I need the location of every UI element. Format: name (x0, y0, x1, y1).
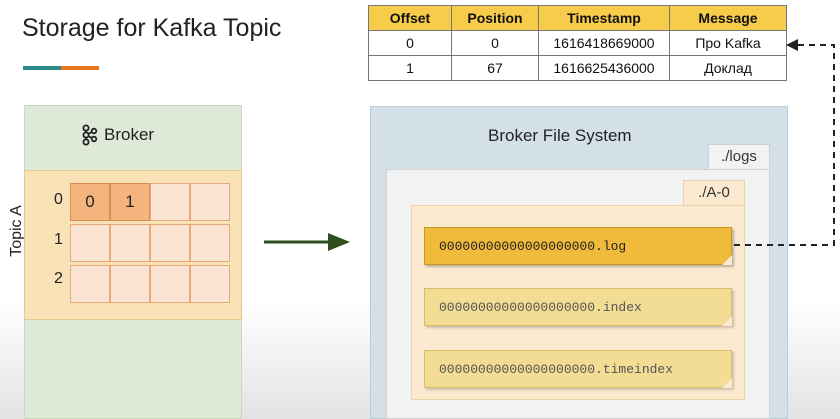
file-name: 00000000000000000000.timeindex (439, 361, 674, 377)
index-file: 00000000000000000000.index (424, 288, 732, 326)
page-fold-icon (722, 255, 732, 265)
broker-label: Broker (104, 125, 155, 144)
column-header-message: Message (669, 5, 787, 31)
kafka-icon (82, 124, 98, 146)
table-header-row: Offset Position Timestamp Message (368, 5, 787, 31)
empty-cell (110, 265, 150, 303)
file-name: 00000000000000000000.index (439, 299, 642, 315)
arrow-right-icon (264, 233, 350, 251)
file-system-title: Broker File System (488, 126, 632, 145)
cell-offset: 0 (368, 30, 452, 56)
empty-cell (150, 265, 190, 303)
cell-position: 0 (451, 30, 539, 56)
cell-offset: 1 (368, 55, 452, 81)
empty-cell (70, 265, 110, 303)
cell-message: Про Kafka (669, 30, 787, 56)
column-header-timestamp: Timestamp (538, 5, 670, 31)
column-header-position: Position (451, 5, 539, 31)
column-header-offset: Offset (368, 5, 452, 31)
logs-folder-tab: ./logs (708, 144, 770, 169)
message-cell: 0 (70, 183, 110, 221)
cell-position: 67 (451, 55, 539, 81)
cell-timestamp: 1616625436000 (538, 55, 670, 81)
partition-label: 0 (54, 191, 63, 208)
cell-message: Доклад (669, 55, 787, 81)
table-row: 1 67 1616625436000 Доклад (368, 55, 787, 81)
empty-cell (110, 224, 150, 262)
partition-label: 2 (54, 270, 63, 287)
empty-cell (190, 265, 230, 303)
empty-cell (70, 224, 110, 262)
title-underline-orange (61, 66, 99, 70)
empty-cell (150, 183, 190, 221)
title-underline-teal (23, 66, 61, 70)
empty-cell (190, 183, 230, 221)
timeindex-file: 00000000000000000000.timeindex (424, 350, 732, 388)
message-cell: 1 (110, 183, 150, 221)
file-name: 00000000000000000000.log (439, 238, 627, 254)
message-table: Offset Position Timestamp Message 0 0 16… (368, 5, 787, 81)
empty-cell (190, 224, 230, 262)
partition-folder-tab: ./A-0 (683, 180, 745, 205)
empty-cell (150, 224, 190, 262)
page-fold-icon (722, 378, 732, 388)
cell-timestamp: 1616418669000 (538, 30, 670, 56)
partition-label: 1 (54, 231, 63, 248)
page-fold-icon (722, 316, 732, 326)
table-row: 0 0 1616418669000 Про Kafka (368, 30, 787, 56)
log-file: 00000000000000000000.log (424, 227, 732, 265)
page-title: Storage for Kafka Topic (22, 14, 282, 42)
broker-header: Broker (80, 124, 154, 146)
